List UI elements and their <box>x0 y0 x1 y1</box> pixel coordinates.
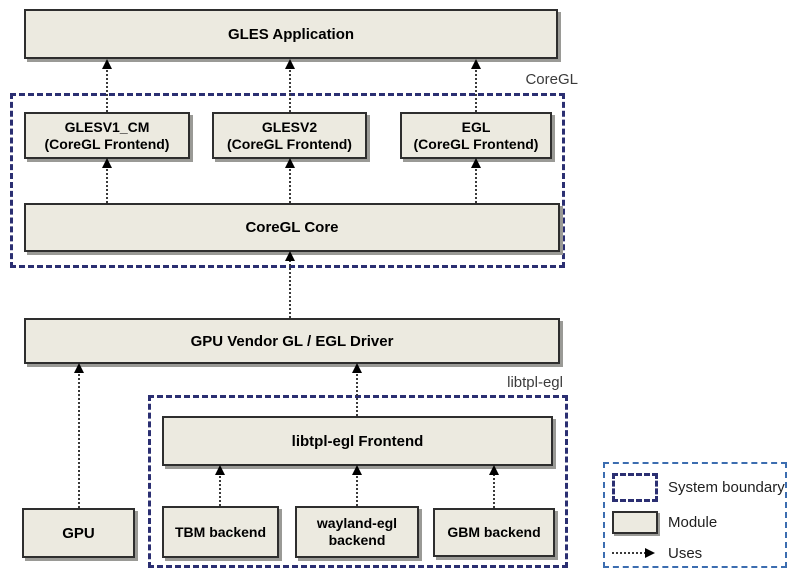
node-glesv1-cm-frontend: GLESV1_CM (CoreGL Frontend) <box>24 112 190 159</box>
node-label: CoreGL Core <box>245 219 339 236</box>
node-label: GPU <box>62 524 95 542</box>
node-label: libtpl-egl Frontend <box>291 432 424 450</box>
node-label-line2: (CoreGL Frontend) <box>413 135 539 152</box>
uses-arrow-core-to-glesv1-icon <box>102 158 112 203</box>
node-gpu: GPU <box>22 508 135 558</box>
legend-box <box>603 462 787 568</box>
node-label: TBM backend <box>174 523 266 540</box>
legend-uses-arrowhead-icon <box>645 548 655 558</box>
legend-system-boundary-swatch-icon <box>612 473 658 502</box>
node-gbm-backend: GBM backend <box>433 508 555 557</box>
legend-module-swatch-icon <box>612 511 658 534</box>
node-label-line1: GLESV1_CM <box>64 118 150 135</box>
node-label: GBM backend <box>447 524 541 540</box>
node-label-line2: backend <box>328 532 386 548</box>
uses-arrow-egl-to-app-icon <box>471 59 481 112</box>
node-label-line1: GLESV2 <box>261 118 318 135</box>
legend-module-label: Module <box>668 514 718 531</box>
node-label-line2: (CoreGL Frontend) <box>44 135 170 152</box>
node-glesv2-frontend: GLESV2 (CoreGL Frontend) <box>212 112 367 159</box>
legend-uses-label: Uses <box>668 545 703 562</box>
uses-arrow-wayland-to-frontend-icon <box>352 465 362 506</box>
legend-uses-arrow-icon <box>612 552 646 554</box>
node-label-line1: wayland-egl <box>316 515 398 531</box>
node-wayland-egl-backend: wayland-egl backend <box>295 506 419 558</box>
node-gpu-vendor-driver: GPU Vendor GL / EGL Driver <box>24 318 560 364</box>
uses-arrow-gbm-to-frontend-icon <box>489 465 499 508</box>
libtpl-egl-system-boundary <box>148 395 568 568</box>
node-egl-frontend: EGL (CoreGL Frontend) <box>400 112 552 159</box>
node-label: GPU Vendor GL / EGL Driver <box>190 332 394 350</box>
node-gles-application: GLES Application <box>24 9 558 59</box>
uses-arrow-driver-to-core-icon <box>285 251 295 318</box>
libtpl-egl-boundary-label: libtpl-egl <box>507 374 563 391</box>
node-libtpl-egl-frontend: libtpl-egl Frontend <box>162 416 553 466</box>
uses-arrow-glesv1-to-app-icon <box>102 59 112 112</box>
uses-arrow-core-to-glesv2-icon <box>285 158 295 203</box>
legend-system-boundary-label: System boundary <box>668 479 785 496</box>
node-label-line2: (CoreGL Frontend) <box>227 135 352 152</box>
uses-arrow-glesv2-to-app-icon <box>285 59 295 112</box>
node-coregl-core: CoreGL Core <box>24 203 560 252</box>
node-label: GLES Application <box>227 25 355 43</box>
node-label-line1: EGL <box>461 118 491 135</box>
node-tbm-backend: TBM backend <box>162 506 279 558</box>
uses-arrow-core-to-egl-icon <box>471 158 481 203</box>
uses-arrow-gpu-to-driver-icon <box>74 363 84 508</box>
coregl-system-boundary <box>10 93 565 268</box>
uses-arrow-frontend-to-driver-icon <box>352 363 362 416</box>
uses-arrow-tbm-to-frontend-icon <box>215 465 225 506</box>
coregl-boundary-label: CoreGL <box>525 71 578 88</box>
